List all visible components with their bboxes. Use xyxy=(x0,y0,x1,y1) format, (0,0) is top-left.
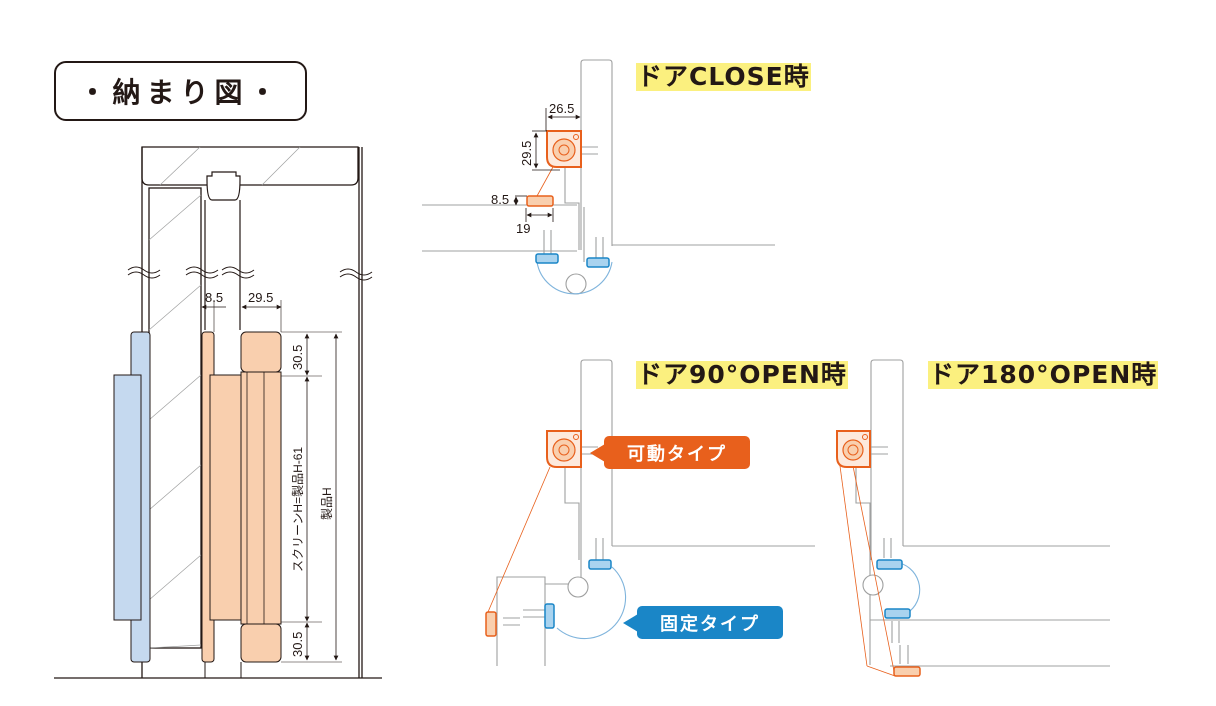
bottom-rail-90 xyxy=(485,611,497,637)
cassette-bottom xyxy=(240,623,282,663)
screen-body xyxy=(240,371,282,625)
bottom-rail-180 xyxy=(893,666,921,677)
dim-top-right: 29.5 xyxy=(248,290,273,305)
callout-fixed-type: 固定タイプ xyxy=(623,606,783,639)
door-180-view xyxy=(855,359,1110,667)
callout-movable-type: 可動タイプ xyxy=(590,436,750,469)
heading-door-180-open: ドア180°OPEN時 xyxy=(928,360,1159,389)
top-rail xyxy=(206,171,241,201)
glass-panel xyxy=(148,187,202,649)
product-height-label: 製品H xyxy=(320,487,334,520)
cassette-90 xyxy=(546,430,582,468)
dim-rail-thickness: 8.5 xyxy=(491,192,509,207)
dim-lower: 30.5 xyxy=(290,632,305,657)
fixed-bracket-close-1 xyxy=(535,253,559,264)
heading-door-90-open: ドア90°OPEN時 xyxy=(636,360,848,389)
bottom-rail-close xyxy=(526,195,554,207)
break-symbols xyxy=(127,266,373,281)
screen-height-label: スクリーンH=製品H-61 xyxy=(291,447,305,572)
dim-height: 29.5 xyxy=(519,141,534,166)
fixed-bracket-90-1 xyxy=(588,559,612,570)
diagram-title: ・納まり図・ xyxy=(54,61,307,121)
header-beam xyxy=(141,146,359,186)
handle xyxy=(113,374,142,621)
heading-door-close: ドアCLOSE時 xyxy=(636,62,811,91)
dim-upper: 30.5 xyxy=(290,345,305,370)
dim-rail-width: 19 xyxy=(516,221,530,236)
dim-top-left: 8.5 xyxy=(205,290,223,305)
section-view: 8.5 29.5 30.5 30.5 スクリーンH=製品H-61 製品H xyxy=(54,146,382,679)
fixed-bracket-180-2 xyxy=(884,608,911,619)
fixed-bracket-90-2 xyxy=(544,603,555,629)
cassette-180 xyxy=(836,430,871,468)
fixed-bracket-close-2 xyxy=(586,257,610,268)
dim-width: 26.5 xyxy=(549,101,574,116)
cassette-top xyxy=(240,331,282,373)
fixed-bracket-180-1 xyxy=(876,559,903,570)
cassette-close xyxy=(546,130,582,168)
